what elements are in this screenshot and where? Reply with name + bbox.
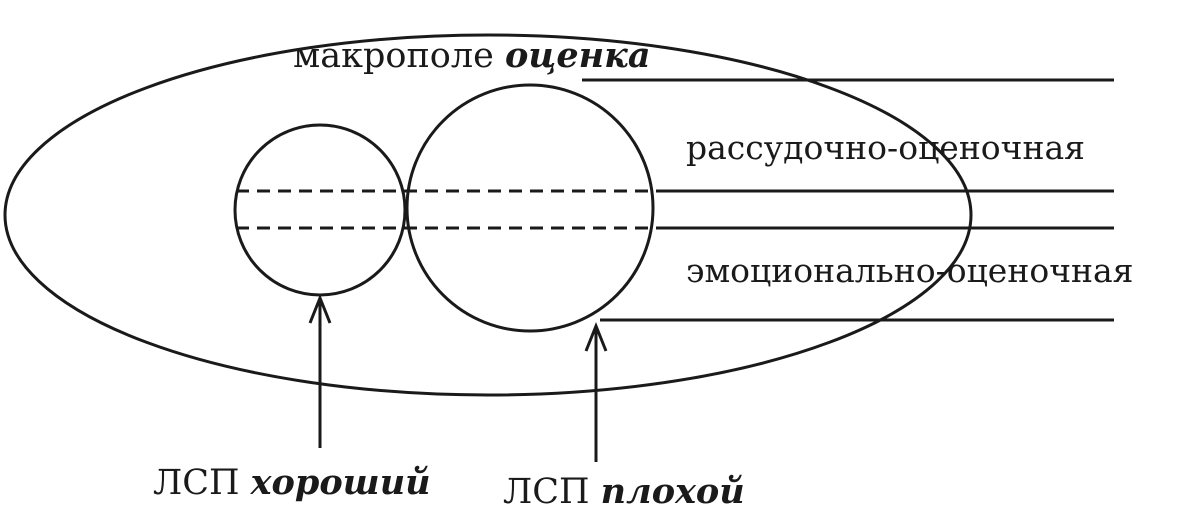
good-field-arrow-head [308,293,332,324]
good-field-circle [233,123,407,297]
macrofield-label: макрополе оценка [293,38,651,74]
good-field-label-prefix: ЛСП [153,463,240,503]
bad-field-label-term: плохой [600,471,745,510]
rational-band-label: рассудочно-оценочная [686,128,1085,167]
macrofield-label-prefix: макрополе [293,36,494,76]
macrofield-label-term: оценка [504,35,651,76]
bad-field-circle [405,83,655,333]
good-field-label: ЛСП хороший [153,465,431,501]
emotional-band-label: эмоционально-оценочная [686,251,1134,290]
macrofield-ellipse [3,33,973,397]
bad-field-label-prefix: ЛСП [503,472,590,510]
good-field-label-term: хороший [250,462,431,503]
bad-field-label: ЛСП плохой [503,474,745,510]
bad-field-arrow-head [584,321,608,352]
